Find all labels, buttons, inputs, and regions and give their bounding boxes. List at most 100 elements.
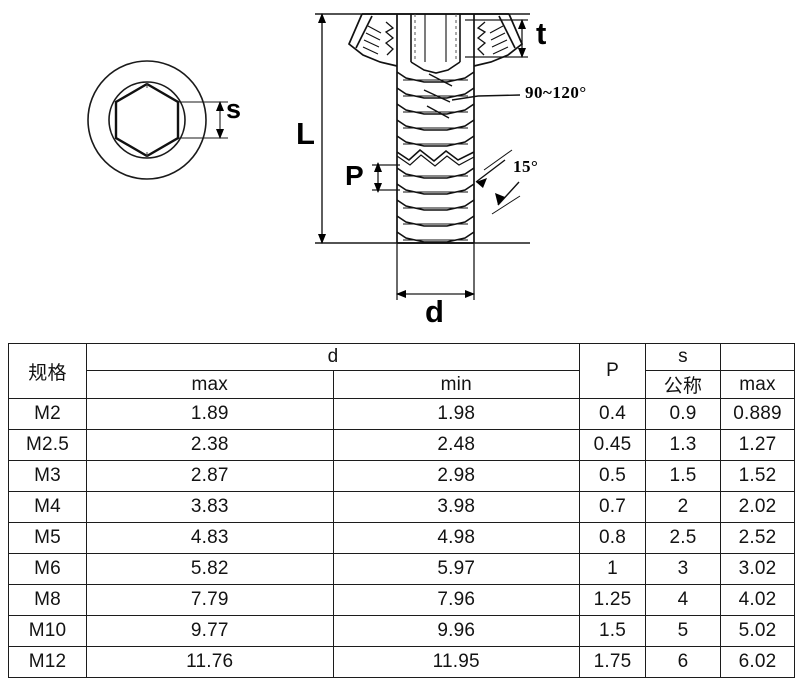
upper-threads (396, 71, 475, 147)
cell-s-nominal: 4 (645, 584, 721, 616)
cell-s-max: 1.27 (720, 429, 795, 461)
cell-s-nominal: 1.3 (645, 429, 721, 461)
cell-s-max: 1.52 (720, 460, 795, 492)
cell-p: 0.4 (579, 398, 646, 430)
cell-d-max: 2.87 (86, 460, 334, 492)
break-line (396, 148, 475, 167)
cell-s-max: 2.02 (720, 491, 795, 523)
header-p: P (579, 343, 646, 399)
cell-p: 0.5 (579, 460, 646, 492)
cell-s-nominal: 0.9 (645, 398, 721, 430)
cell-s-nominal: 3 (645, 553, 721, 585)
header-d: d (86, 343, 580, 371)
cell-spec: M12 (8, 646, 87, 678)
chamfer-angle-leader (475, 149, 521, 215)
cell-s-max: 6.02 (720, 646, 795, 678)
table-header: 规格 d P s max min 公称 max (8, 343, 795, 399)
cell-s-max: 5.02 (720, 615, 795, 647)
top-view-group (87, 60, 207, 180)
cell-spec: M2 (8, 398, 87, 430)
pitch-label: P (345, 160, 364, 191)
header-d-max: max (86, 370, 334, 399)
header-row-top: 规格 d P s (8, 343, 795, 399)
cell-s-nominal: 2 (645, 491, 721, 523)
cell-d-min: 1.98 (332, 398, 580, 430)
cell-p: 1 (579, 553, 646, 585)
cell-s-max: 0.889 (720, 398, 795, 430)
lower-threads (396, 167, 475, 243)
cell-d-max: 3.83 (86, 491, 334, 523)
cell-spec: M2.5 (8, 429, 87, 461)
technical-drawing: L t P d s 90~120° 15° (87, 13, 587, 329)
cell-p: 1.75 (579, 646, 646, 678)
cell-d-min: 7.96 (332, 584, 580, 616)
cell-d-max: 5.82 (86, 553, 334, 585)
screw-drawing-svg (87, 13, 530, 300)
t-dimension (465, 19, 528, 58)
cell-d-min: 4.98 (332, 522, 580, 554)
screw-body (396, 13, 475, 244)
header-s: s (645, 343, 721, 371)
cell-spec: M5 (8, 522, 87, 554)
cell-s-max: 4.02 (720, 584, 795, 616)
cell-d-min: 3.98 (332, 491, 580, 523)
s-dimension (178, 101, 228, 139)
cell-s-max: 3.02 (720, 553, 795, 585)
d-dimension (396, 243, 475, 300)
cell-spec: M3 (8, 460, 87, 492)
header-s-blank (720, 343, 795, 371)
header-d-min: min (332, 370, 580, 399)
cell-d-min: 2.98 (332, 460, 580, 492)
header-s-max: max (720, 370, 795, 399)
cell-p: 1.5 (579, 615, 646, 647)
cell-p: 0.7 (579, 491, 646, 523)
hex-socket-recess (410, 14, 461, 74)
cell-p: 0.45 (579, 429, 646, 461)
cell-s-nominal: 1.5 (645, 460, 721, 492)
header-row-sub: max min 公称 max (9, 370, 795, 399)
cell-d-min: 2.48 (332, 429, 580, 461)
header-spec: 规格 (8, 343, 87, 399)
cell-d-max: 11.76 (86, 646, 334, 678)
cell-spec: M6 (8, 553, 87, 585)
major-diameter-label: d (425, 294, 444, 329)
cone-angle-label: 90~120° (525, 83, 587, 102)
cell-d-max: 4.83 (86, 522, 334, 554)
cell-d-max: 2.38 (86, 429, 334, 461)
cone-angle-leader (451, 94, 521, 101)
cell-spec: M10 (8, 615, 87, 647)
cell-d-min: 11.95 (332, 646, 580, 678)
cell-spec: M4 (8, 491, 87, 523)
head-chamfer (347, 13, 524, 67)
cell-s-nominal: 6 (645, 646, 721, 678)
cell-s-nominal: 5 (645, 615, 721, 647)
cell-d-max: 1.89 (86, 398, 334, 430)
cell-d-max: 9.77 (86, 615, 334, 647)
cell-d-min: 9.96 (332, 615, 580, 647)
cell-spec: M8 (8, 584, 87, 616)
length-label: L (296, 116, 315, 151)
P-dimension (372, 162, 400, 193)
header-s-nominal: 公称 (645, 370, 721, 399)
cell-d-min: 5.97 (332, 553, 580, 585)
socket-width-label: s (226, 94, 242, 124)
cell-p: 0.8 (579, 522, 646, 554)
cell-s-nominal: 2.5 (645, 522, 721, 554)
socket-depth-label: t (536, 16, 547, 51)
chamfer-angle-label: 15° (513, 157, 539, 176)
cell-p: 1.25 (579, 584, 646, 616)
cell-s-max: 2.52 (720, 522, 795, 554)
cell-d-max: 7.79 (86, 584, 334, 616)
